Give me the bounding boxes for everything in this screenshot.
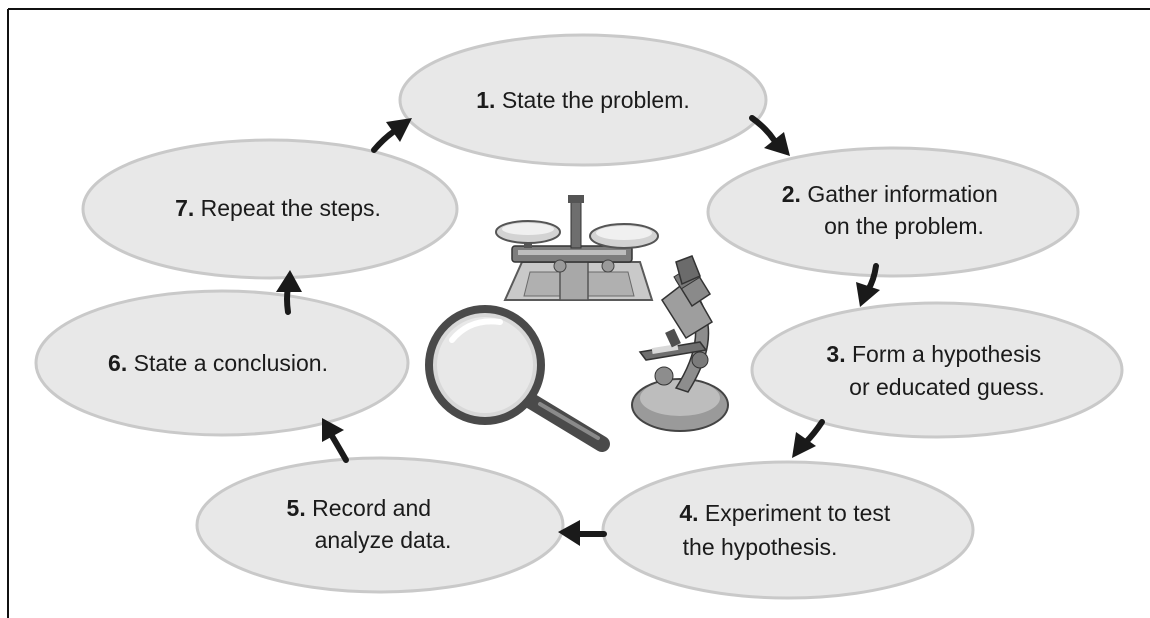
- step-4-ellipse: [601, 460, 975, 600]
- step-3: 3. Form a hypothesis or educated guess.: [750, 301, 1124, 439]
- step-7: 7. Repeat the steps.: [81, 138, 459, 280]
- step-4-text: 4. Experiment to test the hypothesis.: [679, 500, 896, 560]
- step-3-text: 3. Form a hypothesis or educated guess.: [826, 341, 1047, 400]
- step-2-text: 2. Gather information on the problem.: [782, 181, 1004, 239]
- arrow-2-to-3: [856, 263, 880, 307]
- step-6: 6. State a conclusion.: [34, 289, 410, 437]
- step-7-ellipse: [81, 138, 459, 280]
- step-1-text: 1. State the problem.: [476, 87, 690, 113]
- arrow-1-to-2: [749, 115, 790, 156]
- arrow-7-to-1: [371, 118, 412, 153]
- step-6-ellipse: [34, 289, 410, 437]
- step-6-text: 6. State a conclusion.: [108, 350, 328, 376]
- step-5-text: 5. Record and analyze data.: [287, 495, 452, 553]
- balance-scale-icon: [495, 195, 659, 301]
- step-7-text: 7. Repeat the steps.: [175, 195, 381, 221]
- arrow-6-to-7: [276, 270, 302, 315]
- arrow-3-to-4: [792, 419, 825, 458]
- step-3-ellipse: [750, 301, 1124, 439]
- arrow-4-to-5: [558, 520, 607, 546]
- step-4: 4. Experiment to test the hypothesis.: [601, 460, 975, 600]
- step-5: 5. Record and analyze data.: [195, 456, 565, 594]
- step-1-ellipse: [398, 33, 768, 167]
- arrow-5-to-6: [322, 418, 349, 463]
- step-2: 2. Gather information on the problem.: [706, 146, 1080, 278]
- microscope-icon: [631, 255, 729, 432]
- step-1: 1. State the problem.: [398, 33, 768, 167]
- magnifying-glass-icon: [425, 305, 610, 452]
- step-5-ellipse: [195, 456, 565, 594]
- step-2-ellipse: [706, 146, 1080, 278]
